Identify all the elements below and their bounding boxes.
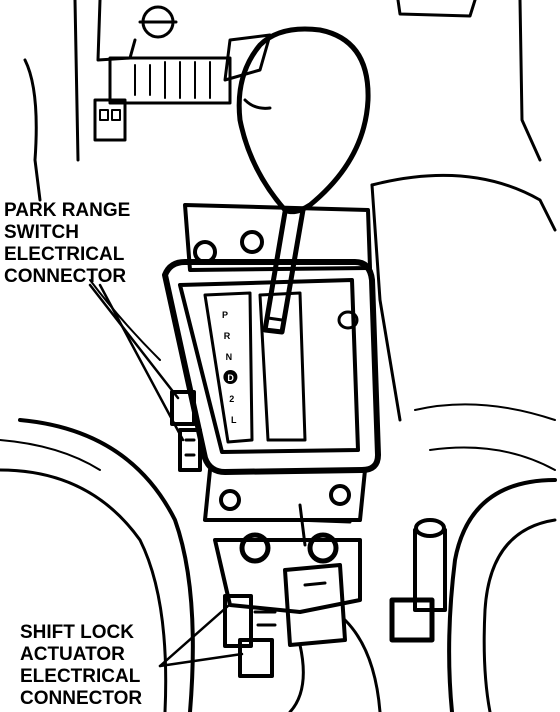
gear-indicator-letter: D [227, 373, 234, 383]
right-stud [389, 518, 447, 643]
callout-line: PARK RANGE [4, 200, 131, 221]
right-seat [447, 478, 557, 712]
leader-lines [88, 283, 244, 668]
callout-line: CONNECTOR [4, 266, 127, 287]
shift-knob [236, 26, 371, 215]
callout-line: SHIFT LOCK [20, 622, 134, 643]
callout-line: ELECTRICAL [20, 666, 141, 687]
console-outline [23, 0, 557, 471]
park-range-switch-connector [170, 390, 202, 472]
callout-line: SWITCH [4, 222, 79, 243]
left-seat [0, 418, 195, 712]
callout-line: ACTUATOR [20, 644, 125, 665]
indicator-bezel [162, 259, 381, 475]
gear-indicator-letter: N [226, 352, 233, 362]
gear-indicator-letters: P R N D 2L [222, 310, 238, 425]
gear-indicator-letter: L [231, 415, 237, 425]
gear-indicator-letter: R [224, 331, 231, 341]
upper-mechanism [93, 5, 272, 142]
callout-line: ELECTRICAL [4, 244, 125, 265]
callout-line: CONNECTOR [20, 688, 143, 709]
park-range-switch-callout: PARK RANGE SWITCH ELECTRICAL CONNECTOR [4, 200, 130, 288]
gear-indicator-letter: P [222, 310, 228, 320]
gear-indicator-letter: 2 [229, 394, 234, 404]
shift-lock-actuator-connector [223, 563, 382, 712]
shift-lock-actuator-callout: SHIFT LOCK ACTUATOR ELECTRICAL CONNECTOR [20, 622, 142, 710]
gear-indicator-d-marker [223, 370, 238, 384]
